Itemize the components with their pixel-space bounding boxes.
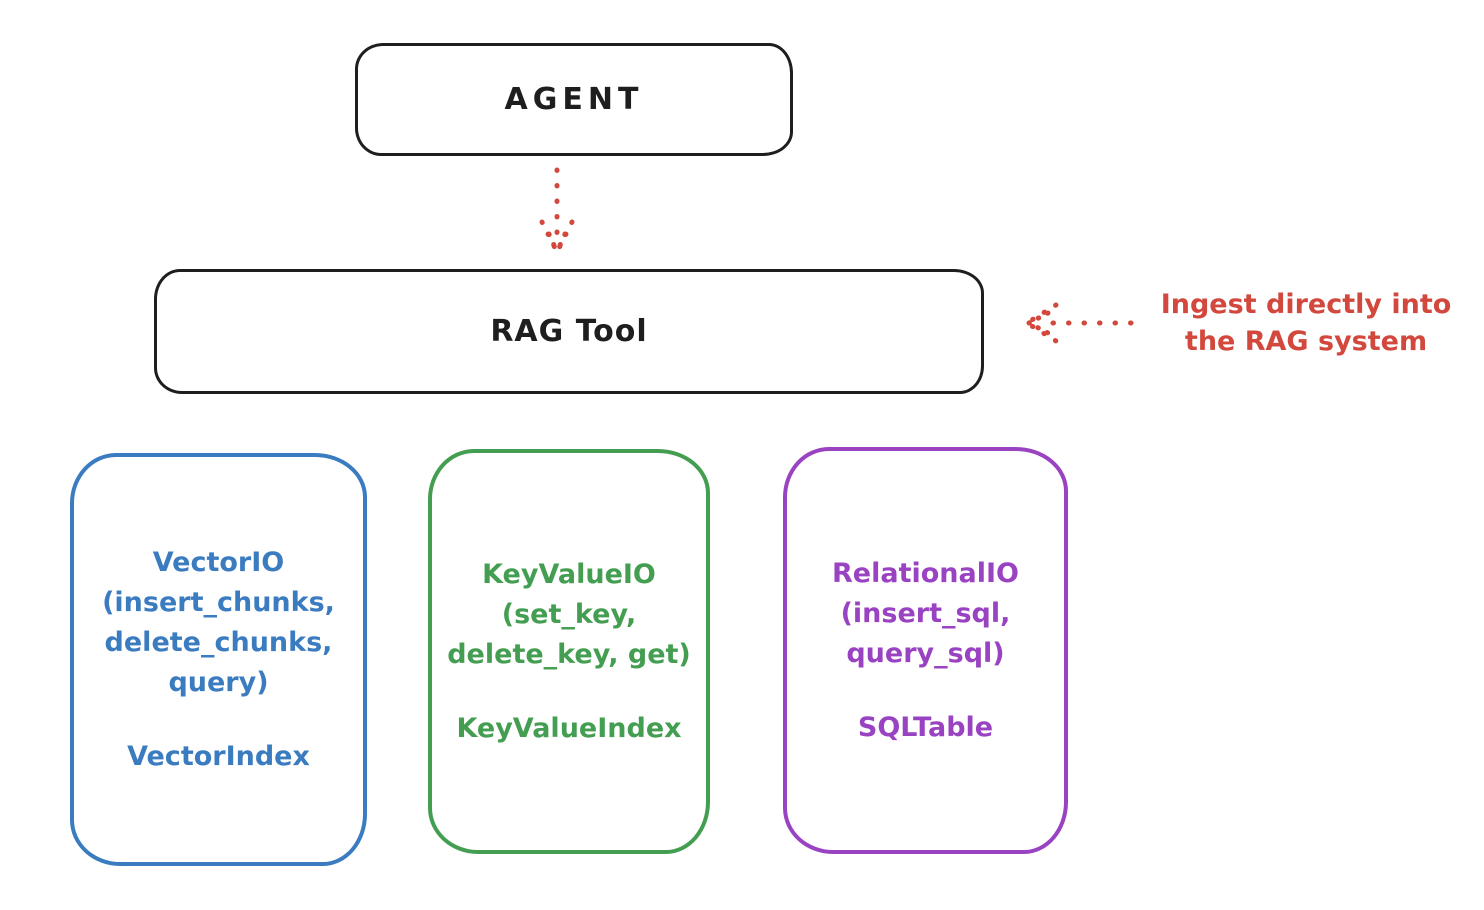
backend-box-vectorio: VectorIO (insert_chunks, delete_chunks, … — [70, 453, 367, 866]
agent-node: AGENT — [355, 43, 793, 156]
backend-box-keyvalueio: KeyValueIO (set_key, delete_key, get) Ke… — [428, 449, 710, 854]
rag-tool-node: RAG Tool — [154, 269, 984, 394]
keyvalueio-index-label: KeyValueIndex — [456, 712, 682, 744]
relationalio-index-label: SQLTable — [857, 711, 994, 743]
vectorio-methods-label: VectorIO (insert_chunks, delete_chunks, … — [102, 546, 335, 698]
backend-box-relationalio: RelationalIO (insert_sql, query_sql) SQL… — [783, 447, 1068, 854]
ingest-arrow-icon — [1024, 302, 1134, 344]
ingest-note-text: Ingest directly into the RAG system — [1160, 289, 1452, 357]
rag-tool-label: RAG Tool — [490, 314, 648, 349]
relationalio-methods-label: RelationalIO (insert_sql, query_sql) — [832, 557, 1019, 669]
vectorio-index-label: VectorIndex — [127, 740, 310, 772]
agent-label: AGENT — [504, 82, 644, 117]
keyvalueio-methods-label: KeyValueIO (set_key, delete_key, get) — [447, 558, 691, 670]
agent-to-rag-arrow-icon — [539, 167, 575, 255]
